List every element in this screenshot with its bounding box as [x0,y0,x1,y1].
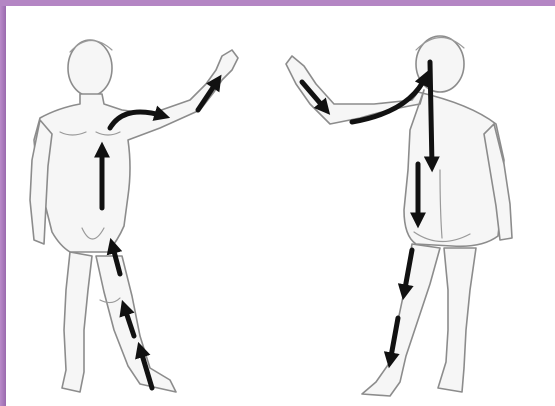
arrow-back-spine [430,62,432,166]
back-torso [286,56,504,246]
front-torso [34,50,238,252]
back-human-figure [286,36,512,396]
back-right-leg [438,248,476,392]
front-left-leg [96,256,176,392]
front-head [68,40,112,96]
front-right-leg [62,252,92,392]
back-left-leg [362,244,440,396]
